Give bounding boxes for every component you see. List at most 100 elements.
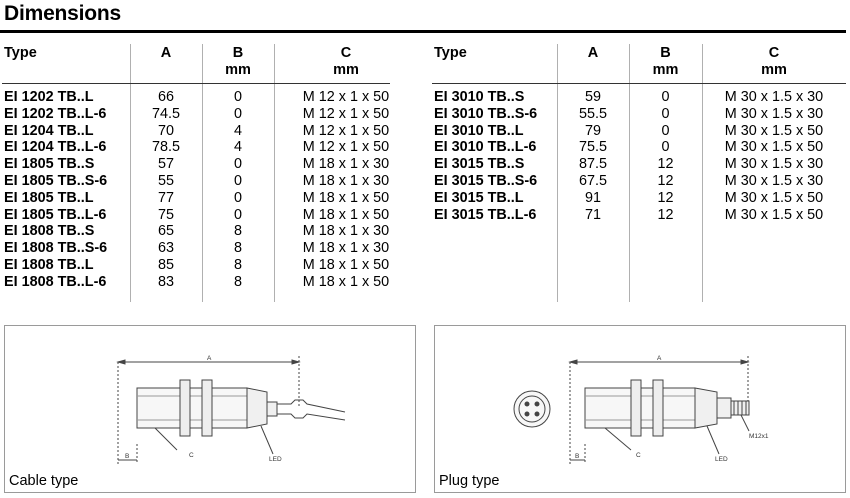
column-divider [702,44,703,302]
header-c-unit: mm [761,62,787,78]
cell-c: M 18 x 1 x 30 [302,240,390,257]
cell-type: EI 3010 TB..L-6 [434,139,537,156]
cell-type: EI 1805 TB..L [4,189,94,206]
cell-a: 66 [157,89,174,105]
cell-b: 0 [661,139,670,156]
dim-label-c: C [189,452,194,459]
header-b-unit: mm [225,62,251,78]
cell-b: 0 [233,89,242,105]
cell-type: EI 1202 TB..L [4,89,94,105]
cell-type: EI 1808 TB..S [4,223,95,240]
column-divider [202,44,203,302]
cell-b: 8 [233,257,242,273]
dim-label-a: A [207,355,212,362]
cell-c: M 30 x 1.5 x 50 [724,122,824,139]
cable-type-caption: Cable type [9,473,79,489]
cell-c: M 18 x 1 x 30 [302,223,390,240]
cell-c: M 30 x 1.5 x 30 [724,89,824,105]
cell-c: M 30 x 1.5 x 30 [724,173,824,189]
cell-type: EI 1808 TB..L [4,257,94,273]
cell-b: 4 [233,139,242,156]
dim-label-c: C [636,452,641,459]
led-label: LED [715,456,728,463]
cell-b: 0 [661,89,670,105]
plug-sensor-diagram: A B C LED M12x1 [513,355,769,464]
cable-type-drawing: A B C LED Cable type [4,325,416,493]
cell-a: 65 [157,223,174,240]
cell-a: 74.5 [151,105,180,122]
cell-c: M 18 x 1 x 50 [302,273,390,290]
column-divider [130,44,131,302]
table-row: EI 1202 TB..L 66 0 M 12 x 1 x 50 [2,89,420,106]
header-underline [2,83,390,84]
cell-type: EI 1805 TB..S [4,156,95,173]
cell-b: 12 [657,173,674,189]
column-divider [557,44,558,302]
title-rule [0,30,846,33]
dim-label-b: B [575,453,579,460]
header-b: B [232,45,244,61]
table-row: EI 1808 TB..S-6 63 8 M 18 x 1 x 30 [2,240,420,257]
cell-b: 12 [657,206,674,223]
cell-a: 87.5 [578,156,607,173]
cell-b: 0 [233,156,242,173]
cell-c: M 12 x 1 x 50 [302,139,390,156]
cell-a: 55.5 [578,105,607,122]
cell-a: 59 [584,89,601,105]
cell-c: M 30 x 1.5 x 30 [724,156,824,173]
dim-label-b: B [125,453,129,460]
dim-label-a: A [657,355,662,362]
cell-c: M 30 x 1.5 x 30 [724,105,824,122]
header-underline [432,83,846,84]
cell-a: 78.5 [151,139,180,156]
led-label: LED [269,456,282,463]
cell-b: 0 [233,206,242,223]
cell-b: 8 [233,240,242,257]
cell-c: M 18 x 1 x 50 [302,257,390,273]
header-b: B [660,45,671,61]
header-a: A [587,45,599,61]
header-a: A [160,45,172,61]
header-c: C [340,45,352,61]
column-divider [629,44,630,302]
cell-a: 75 [157,206,174,223]
cell-c: M 12 x 1 x 50 [302,105,390,122]
cell-b: 0 [661,122,670,139]
cell-type: EI 3010 TB..L [434,122,524,139]
cell-c: M 12 x 1 x 50 [302,89,390,105]
cell-a: 67.5 [578,173,607,189]
cell-c: M 18 x 1 x 50 [302,189,390,206]
cell-a: 71 [584,206,601,223]
cell-b: 0 [233,105,242,122]
cell-type: EI 1805 TB..L-6 [4,206,107,223]
cell-b: 0 [661,105,670,122]
cell-a: 57 [157,156,174,173]
page-title: Dimensions [4,2,122,25]
cell-a: 55 [157,173,174,189]
cell-type: EI 3010 TB..S-6 [434,105,538,122]
cell-type: EI 1808 TB..S-6 [4,240,108,257]
cell-type: EI 3015 TB..L-6 [434,206,537,223]
table-row: EI 1805 TB..S 57 0 M 18 x 1 x 30 [2,156,420,173]
cell-a: 63 [157,240,174,257]
cell-a: 77 [157,189,174,206]
header-b-unit: mm [652,62,679,78]
cell-a: 70 [157,122,174,139]
cell-c: M 12 x 1 x 50 [302,122,390,139]
cable-sensor-diagram: A B C LED [116,355,346,464]
cell-c: M 18 x 1 x 30 [302,156,390,173]
